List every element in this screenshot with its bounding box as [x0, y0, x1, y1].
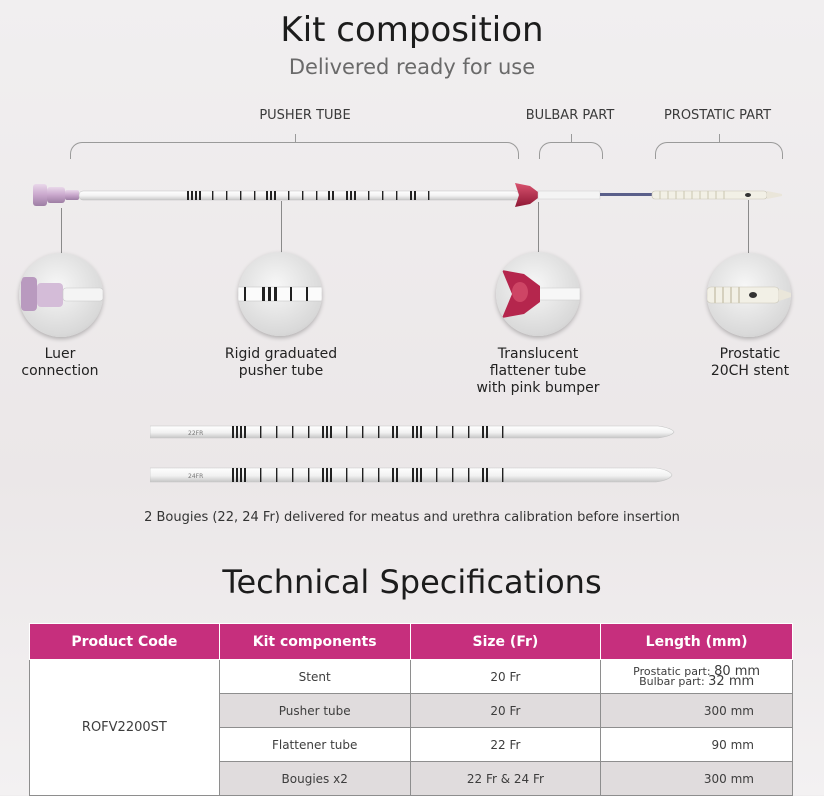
- component-cell: Flattener tube: [218, 727, 411, 762]
- flattener-callout-line: [538, 202, 540, 252]
- prostatic-part-brace: [655, 134, 783, 159]
- length-cell: 300 mm: [600, 693, 793, 728]
- pusher-callout-line: [281, 201, 283, 253]
- length-cell: 90 mm: [600, 727, 793, 762]
- prostatic-part-section-label: PROSTATIC PART: [663, 108, 772, 123]
- product-code-cell: ROFV2200ST: [29, 659, 220, 796]
- specifications-title: Technical Specifications: [222, 563, 602, 601]
- size-cell: 20 Fr: [409, 693, 602, 728]
- length-cell: Prostatic part: 80 mm Bulbar part: 32 mm: [600, 659, 793, 694]
- size-cell: 22 Fr: [409, 727, 602, 762]
- header-length: Length (mm): [600, 623, 793, 660]
- table-header-row: Product Code Kit components Size (Fr) Le…: [29, 623, 793, 660]
- bougies-caption: 2 Bougies (22, 24 Fr) delivered for meat…: [144, 510, 680, 525]
- header-product-code: Product Code: [29, 623, 220, 660]
- component-cell: Stent: [218, 659, 411, 694]
- table-row: ROFV2200ST Stent 20 Fr Prostatic part: 8…: [29, 659, 793, 796]
- table-row: Flattener tube 22 Fr 90 mm: [30, 727, 793, 762]
- component-cell: Pusher tube: [218, 693, 411, 728]
- bougie-24fr: 24FR: [150, 467, 673, 483]
- bougie-24fr-label: 24FR: [188, 473, 203, 480]
- stent-callout-line: [748, 200, 750, 253]
- component-cell: Bougies x2: [218, 761, 411, 796]
- bulbar-part-brace: [539, 134, 603, 159]
- prostatic-stent-zoom: [707, 253, 791, 337]
- bulbar-part-section-label: BULBAR PART: [525, 108, 615, 123]
- bougie-22fr-label: 22FR: [188, 430, 203, 437]
- flattener-tube-zoom: [496, 252, 580, 336]
- bougies-illustration: 22FR 24FR: [150, 425, 675, 483]
- stent-kit-device-illustration: [33, 183, 782, 207]
- page-title: Kit composition: [280, 10, 544, 50]
- luer-callout-line: [61, 208, 63, 256]
- luer-connection-zoom: [19, 253, 103, 337]
- header-kit-components: Kit components: [218, 623, 411, 660]
- page-subtitle: Delivered ready for use: [288, 55, 536, 79]
- bougie-22fr: 22FR: [150, 425, 675, 439]
- pusher-tube-section-label: PUSHER TUBE: [259, 108, 351, 123]
- header-size: Size (Fr): [409, 623, 602, 660]
- pusher-tube-zoom: [238, 252, 322, 336]
- specifications-table: Product Code Kit components Size (Fr) Le…: [29, 623, 793, 796]
- size-cell: 22 Fr & 24 Fr: [409, 761, 602, 796]
- size-cell: 20 Fr: [409, 659, 602, 694]
- length-cell: 300 mm: [600, 761, 793, 796]
- pusher-tube-brace: [70, 134, 519, 159]
